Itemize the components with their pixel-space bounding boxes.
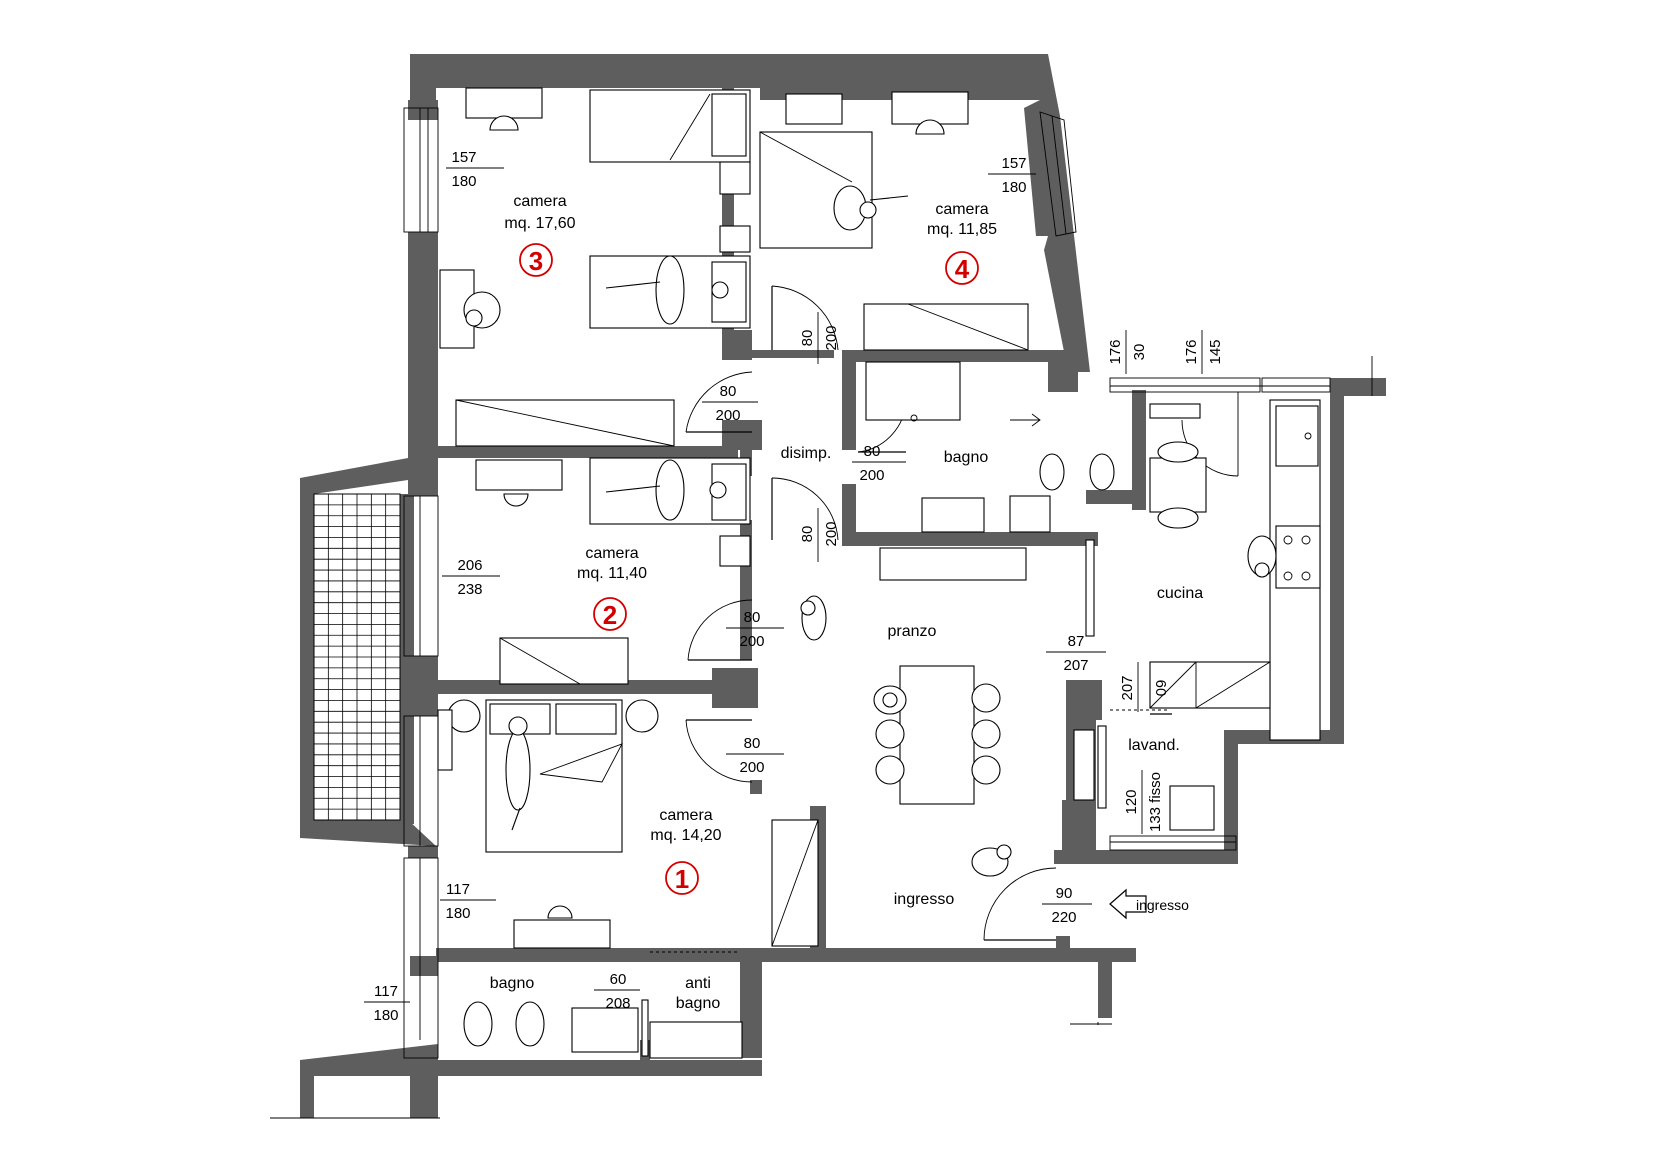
room-name-disimpegno: disimp. <box>781 445 832 462</box>
room-area-camera1: mq. 14,20 <box>650 827 721 844</box>
door-disimp-height: 200 <box>859 467 884 484</box>
desk <box>465 87 543 119</box>
room-area-camera3: mq. 17,60 <box>504 215 575 232</box>
desk <box>513 919 611 949</box>
door-camera3-width: 80 <box>720 383 737 400</box>
door-camera1-width: 80 <box>744 735 761 752</box>
room-area-camera2: mq. 11,40 <box>577 565 647 582</box>
door-bagno-height: 200 <box>823 521 840 546</box>
dimensions: 157 180 157 180 206 238 117 180 117 180 … <box>364 149 1224 1024</box>
window-camera3-width: 157 <box>451 149 476 166</box>
entrance-arrow-label: ingresso <box>1136 897 1189 913</box>
washbasin <box>571 1007 639 1053</box>
room-name-camera1: camera <box>659 807 712 824</box>
room-name-camera3: camera <box>513 193 566 210</box>
room-name-camera2: camera <box>585 545 638 562</box>
room-name-lavanderia: lavand. <box>1128 737 1180 754</box>
room-name-ingresso: ingresso <box>894 891 955 908</box>
desk <box>475 459 563 491</box>
room-number-3: 3 <box>529 246 543 276</box>
wc <box>1089 453 1115 491</box>
sideboard <box>879 547 1027 581</box>
door-camera1-height: 200 <box>739 759 764 776</box>
door-camera3-height: 200 <box>715 407 740 424</box>
room-name-antibagno-2: bagno <box>676 995 721 1012</box>
room-name-antibagno-1: anti <box>685 975 711 992</box>
window-camera4-height: 180 <box>1001 179 1026 196</box>
room-area-camera4: mq. 11,85 <box>927 221 997 238</box>
dining-table <box>899 665 975 805</box>
window-lavanderia-height: 120 <box>1123 789 1140 814</box>
wc <box>463 1001 493 1047</box>
wardrobe <box>499 637 629 685</box>
door-camera4-height: 200 <box>823 325 840 350</box>
window-kitchen-right-height: 145 <box>1207 339 1224 364</box>
window-camera2-width: 206 <box>457 557 482 574</box>
room-number-2: 2 <box>603 600 617 630</box>
window-lavanderia-width: 133 fisso <box>1147 772 1164 832</box>
room-name-bagno-bottom: bagno <box>490 975 535 992</box>
balcony-tiles <box>313 493 401 821</box>
appliance <box>1073 729 1095 801</box>
room-number-4: 4 <box>955 254 970 284</box>
entrance-arrow-icon <box>1109 888 1147 920</box>
window-kitchen-left-height: 30 <box>1131 344 1148 361</box>
window-bagno-height: 180 <box>373 1007 398 1024</box>
door-camera2-height: 200 <box>739 633 764 650</box>
bidet <box>515 1001 545 1047</box>
door-entrance-height: 220 <box>1051 909 1076 926</box>
door-entrance-width: 90 <box>1056 885 1073 902</box>
window-camera4-width: 157 <box>1001 155 1026 172</box>
cabinet <box>649 1021 743 1059</box>
doors <box>270 285 1373 1119</box>
windows <box>403 107 1331 1059</box>
window-kitchen-left-width: 176 <box>1107 339 1124 364</box>
door-camera2-width: 80 <box>744 609 761 626</box>
door-camera4-width: 80 <box>799 330 816 347</box>
people <box>463 185 1277 877</box>
door-antibagno-height: 208 <box>605 995 630 1012</box>
door-disimp-width: 80 <box>864 443 881 460</box>
wardrobe <box>863 303 1029 351</box>
room-name-cucina: cucina <box>1157 585 1203 602</box>
washbasin <box>921 497 985 533</box>
room-number-1: 1 <box>675 864 689 894</box>
room-labels: camera mq. 17,60 3 camera mq. 11,85 4 ca… <box>490 193 1203 1012</box>
door-cucina-height: 207 <box>1063 657 1088 674</box>
room-name-camera4: camera <box>935 201 988 218</box>
window-camera1-width: 117 <box>446 881 470 898</box>
window-camera2-height: 238 <box>457 581 482 598</box>
kitchen-table <box>1149 457 1207 513</box>
desk <box>785 93 843 125</box>
furniture <box>437 87 1321 1059</box>
door-antibagno-width: 60 <box>610 971 627 988</box>
door-cucina-width: 87 <box>1068 633 1085 650</box>
shower <box>865 361 961 421</box>
washing-machine <box>1169 785 1215 831</box>
window-bagno-width: 117 <box>374 983 398 1000</box>
window-kitchen-right-width: 176 <box>1183 339 1200 364</box>
room-name-pranzo: pranzo <box>888 623 937 640</box>
door-lavand-height: 207 <box>1119 675 1136 700</box>
door-bagno-width: 80 <box>799 526 816 543</box>
window-camera1-height: 180 <box>445 905 470 922</box>
bidet <box>1039 453 1065 491</box>
room-name-bagno-top: bagno <box>944 449 989 466</box>
window-camera3-height: 180 <box>451 173 476 190</box>
hob <box>1275 525 1321 589</box>
door-lavand-width: 60 <box>1152 680 1169 697</box>
